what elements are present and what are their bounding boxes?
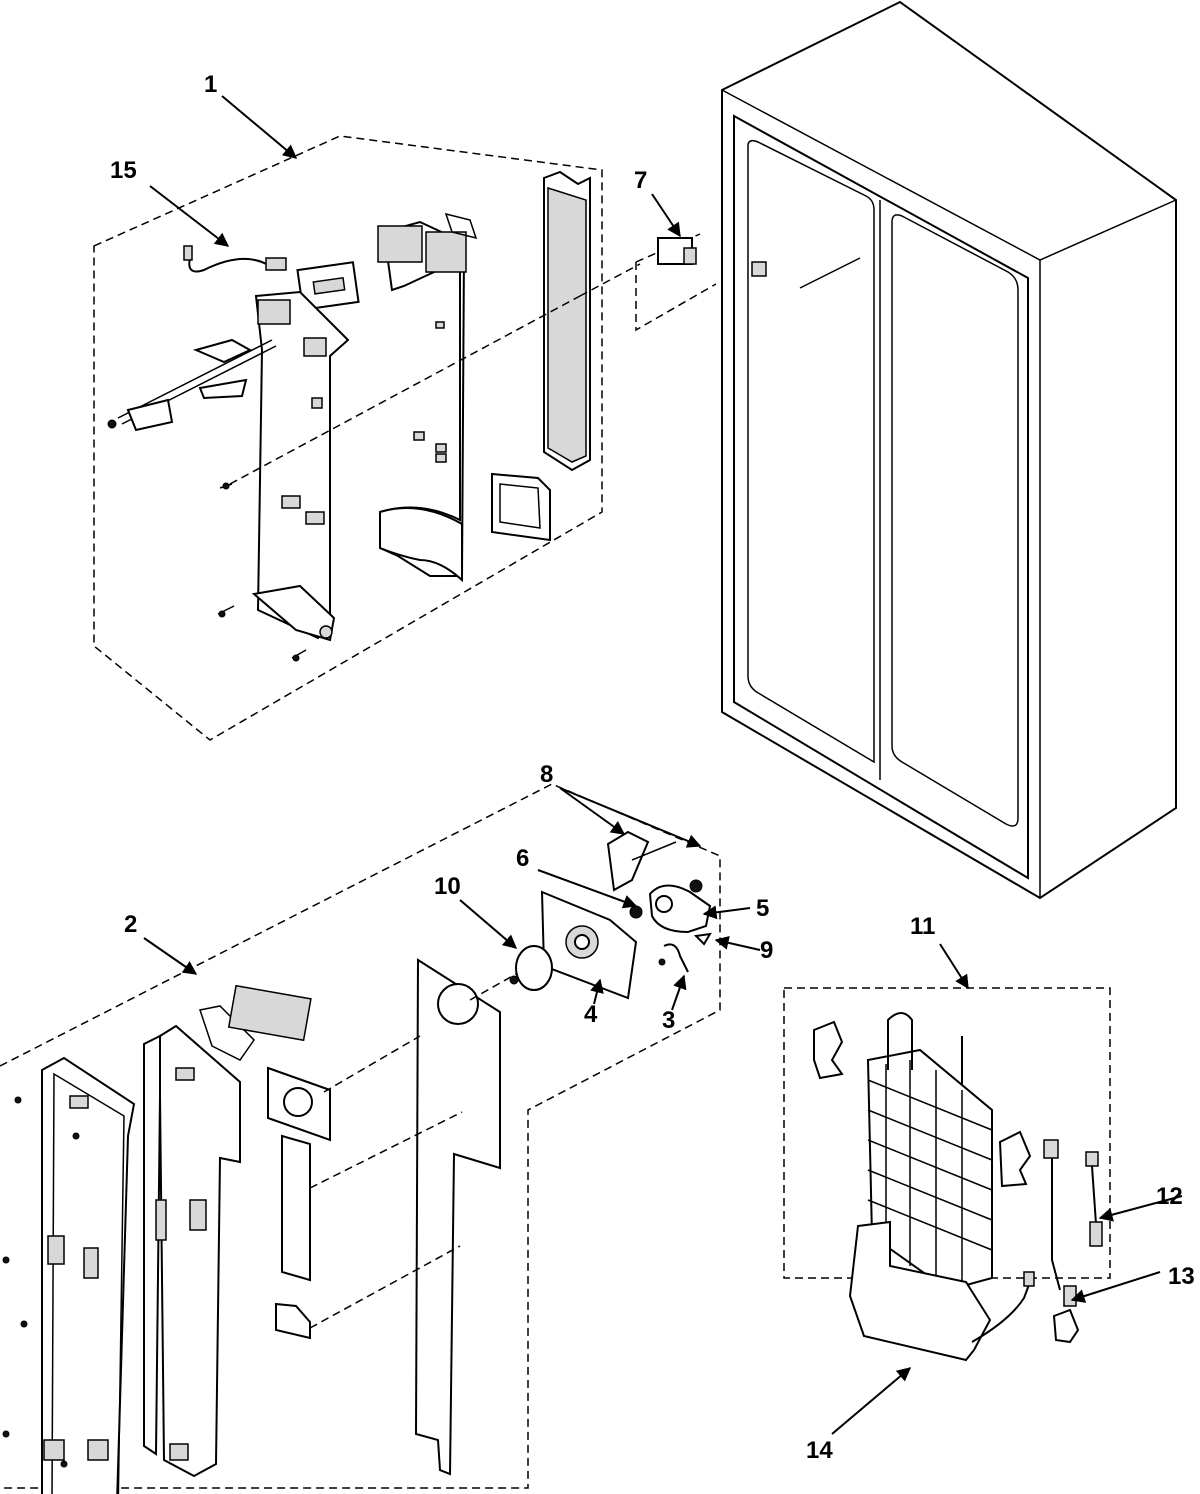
evaporator-coil	[866, 1012, 993, 1292]
callout-15: 15	[110, 157, 137, 184]
callout-leaders	[143, 95, 1183, 1435]
callout-2: 2	[124, 911, 137, 938]
dispenser-lever-assembly	[107, 338, 277, 432]
dispenser-panel-rear	[543, 170, 591, 472]
motor-bracket-clip	[606, 830, 677, 892]
fan-motor	[648, 879, 712, 934]
assembly-1-leader-lines	[229, 263, 641, 485]
door-switch	[657, 237, 697, 265]
duct-gasket-plate	[267, 1066, 331, 1142]
drain-pan	[848, 1220, 1035, 1362]
callout-10: 10	[434, 873, 461, 900]
assembly-2-leader-lines	[309, 973, 517, 1329]
fan-motor-bracket	[540, 890, 638, 1000]
dispenser-display-window	[491, 472, 551, 542]
callout-1: 1	[204, 71, 217, 98]
callout-4: 4	[584, 1001, 598, 1028]
sensor-cord	[1085, 1151, 1103, 1247]
evap-cover-inner	[143, 984, 312, 1478]
callout-11: 11	[910, 913, 935, 940]
fan-duct-cover	[414, 958, 501, 1476]
callout-12: 12	[1156, 1183, 1183, 1210]
callout-5: 5	[756, 895, 769, 922]
callout-14: 14	[806, 1437, 833, 1464]
dispenser-housing	[377, 212, 478, 583]
defrost-heater-cord	[1043, 1139, 1077, 1307]
sensor-wire	[658, 943, 689, 973]
callout-9: 9	[760, 937, 773, 964]
fan-blade	[509, 945, 553, 991]
duct-bracket	[275, 1302, 311, 1340]
callout-6: 6	[516, 845, 529, 872]
callout-7: 7	[634, 167, 647, 194]
assembly-2-screws	[2, 1096, 80, 1468]
evap-cover-outer	[41, 1056, 136, 1494]
dispenser-frame-front	[251, 290, 350, 642]
assembly-2-outline	[0, 783, 721, 1489]
fan-screw	[693, 932, 712, 946]
dispenser-cover-plate	[296, 261, 360, 311]
refrigerator-cabinet	[721, 0, 1177, 900]
duct-insulation-strip	[281, 1134, 311, 1282]
grommet	[629, 905, 643, 919]
feeler-wire-harness	[183, 245, 287, 273]
evaporator-brackets	[813, 1020, 1080, 1344]
callout-labels: 1 15 7 8 6 10 5 9 4 3 2 11 12 13 14	[110, 71, 1195, 1464]
assembly-1-screws	[217, 482, 307, 662]
callout-8: 8	[540, 761, 553, 788]
assembly-11-outline	[783, 987, 1111, 1279]
callout-13: 13	[1168, 1263, 1195, 1290]
callout-3: 3	[662, 1007, 675, 1034]
